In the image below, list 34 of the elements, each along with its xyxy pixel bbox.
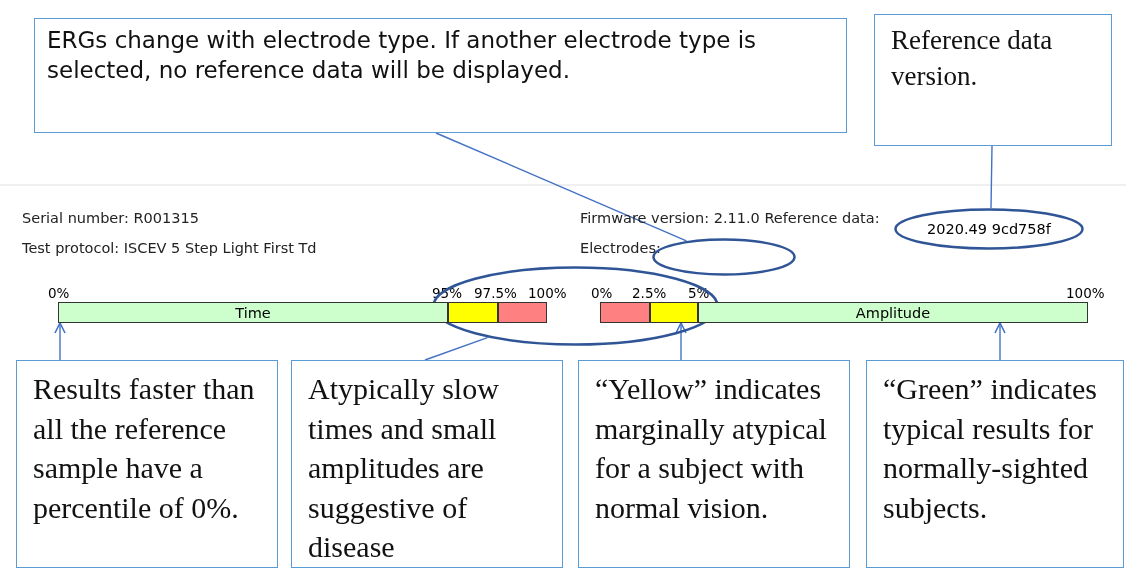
callout-box bbox=[578, 360, 850, 568]
report-field: Test protocol: ISCEV 5 Step Light First Td bbox=[22, 240, 317, 256]
percentile-label: 2.5% bbox=[632, 285, 667, 301]
time-bar bbox=[58, 302, 448, 323]
amplitude-bar bbox=[698, 302, 1088, 323]
bar-label: Time bbox=[235, 304, 271, 321]
arrow bbox=[994, 322, 1006, 361]
percentile-label: 100% bbox=[1066, 285, 1105, 301]
percentile-label: 97.5% bbox=[474, 285, 517, 301]
callout-text: Reference data version. bbox=[891, 24, 1054, 93]
highlight-ellipse bbox=[432, 266, 719, 346]
percentile-label: 5% bbox=[688, 285, 710, 301]
percentile-label: 100% bbox=[528, 285, 567, 301]
callout-box bbox=[866, 360, 1124, 568]
leader-line bbox=[990, 145, 993, 209]
percentile-label: 0% bbox=[591, 285, 613, 301]
callout-box bbox=[874, 14, 1112, 146]
callout-text: Atypically slow times and small amplitudes are suggestive of disease bbox=[308, 371, 500, 566]
leader-line bbox=[424, 336, 489, 361]
report-field: Electrodes: bbox=[580, 240, 661, 256]
callout-box bbox=[16, 360, 278, 568]
callout-text: “Yellow” indicates marginally atypical for a subject with normal vision. bbox=[595, 371, 828, 526]
arrow bbox=[54, 322, 66, 361]
callout-text: “Green” indicates typical results for normally-sighted subjects. bbox=[883, 371, 1099, 526]
percentile-label: 0% bbox=[48, 285, 70, 301]
version-text: 2020.49 9cd758f bbox=[927, 221, 1051, 237]
report-field: Serial number: R001315 bbox=[22, 210, 199, 226]
leader-line bbox=[435, 132, 688, 242]
bar-label: Amplitude bbox=[855, 304, 931, 321]
arrow bbox=[675, 322, 687, 361]
callout-text: Results faster than all the reference sample have a percentile of 0%. bbox=[33, 371, 256, 526]
callout-box bbox=[34, 18, 847, 133]
callout-text: ERGs change with electrode type. If another electrode type is selected, no reference data will be displayed. bbox=[47, 26, 758, 86]
callout-box bbox=[291, 360, 563, 568]
